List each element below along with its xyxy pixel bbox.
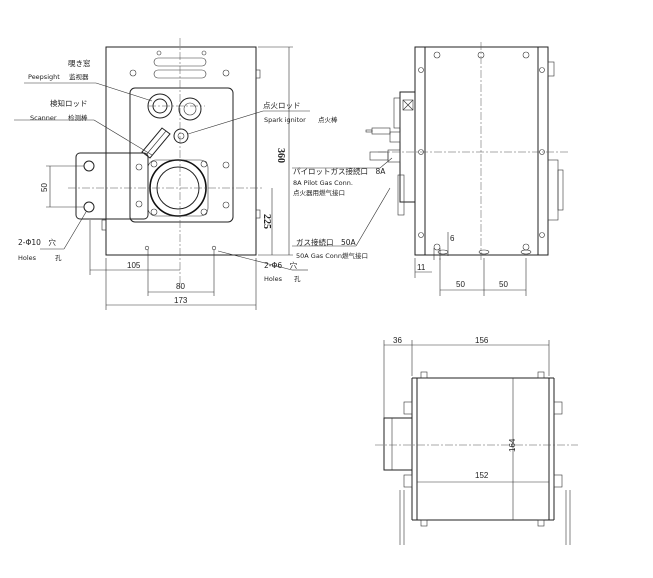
dim-173: 173 xyxy=(174,296,188,305)
dim-156: 156 xyxy=(475,336,489,345)
flange-hole-top xyxy=(83,160,95,172)
spark-label-cn: 点火棒 xyxy=(318,115,338,124)
flange-hole-bottom xyxy=(83,201,95,213)
dim-360: 360 xyxy=(275,148,286,163)
front-view: 覗き窓 Peepsight 监视器 検知ロッド Scanner 检测棒 2-Φ1… xyxy=(14,38,310,310)
holes10-label-cn: 孔 xyxy=(55,254,62,262)
spark-fitting xyxy=(173,128,189,144)
scanner-label-jp: 検知ロッド xyxy=(50,98,88,108)
spark-fitting-core xyxy=(177,132,185,140)
holes6-label-jp: 2-Φ6 穴 xyxy=(264,260,298,270)
scanner-label-cn: 检测棒 xyxy=(68,113,88,122)
bolt-tr xyxy=(222,69,230,77)
dim-6: 6 xyxy=(450,234,455,243)
pilot-conn-side xyxy=(369,151,389,161)
holes10-label-jp: 2-Φ10 穴 xyxy=(18,237,56,247)
flange-bolt-2 xyxy=(135,200,143,208)
top-side-box xyxy=(383,417,413,471)
top-view: 36 156 164 152 xyxy=(375,336,578,545)
bolt-t2 xyxy=(201,50,207,56)
side-mount-flange xyxy=(399,91,416,203)
bolt-tl xyxy=(129,69,137,77)
pilot-label-en: 8A Pilot Gas Conn. xyxy=(293,179,353,187)
scanner-core xyxy=(183,102,197,116)
front-inner-plate xyxy=(129,87,234,223)
holes6-label-en: Holes xyxy=(264,275,283,283)
bottom-hole-1 xyxy=(144,245,150,251)
peepsight-label-jp: 覗き窓 xyxy=(68,58,91,68)
front-main-plate xyxy=(105,46,257,256)
dim-105: 105 xyxy=(127,261,141,270)
pilot-label-jp: パイロットガス接続口 8A xyxy=(293,166,386,176)
pilot-label-cn: 点火器用燃气接口 xyxy=(293,188,345,197)
gas-label-cn: 燃气接口 xyxy=(342,251,368,260)
holes6-label-cn: 孔 xyxy=(294,275,301,283)
spark-label-en: Spark ignitor xyxy=(264,116,306,124)
gas-label-jp: ガス接続口 50A xyxy=(296,237,357,247)
dim-80: 80 xyxy=(176,282,185,291)
top-body xyxy=(416,377,550,521)
dim-164: 164 xyxy=(508,438,517,452)
side-body xyxy=(414,46,549,256)
left-flange xyxy=(75,152,149,220)
bolt-t1 xyxy=(156,50,162,56)
scanner-housing xyxy=(178,97,202,121)
peepsight-label-cn: 监视器 xyxy=(69,72,89,81)
dim-152: 152 xyxy=(475,471,489,480)
dim-11: 11 xyxy=(417,263,426,272)
spark-label-jp: 点火ロッド xyxy=(263,101,301,110)
peepsight-label-en: Peepsight xyxy=(28,73,60,81)
dim-36: 36 xyxy=(393,336,402,345)
spark-ignitor-side xyxy=(371,127,391,135)
gas-label-en: 50A Gas Conn. xyxy=(296,252,344,260)
flange-bolt-1 xyxy=(135,163,143,171)
scanner-label-en: Scanner xyxy=(30,114,57,122)
side-view: 点火ロッド Spark ignitor 点火棒 パイロットガス接続口 8A 8A… xyxy=(263,42,570,296)
dim-50-b: 50 xyxy=(499,280,508,289)
dim-225: 225 xyxy=(261,214,272,229)
dim-50-front: 50 xyxy=(40,183,49,192)
holes10-label-en: Holes xyxy=(18,254,37,262)
dim-50-a: 50 xyxy=(456,280,465,289)
bottom-hole-2 xyxy=(211,245,217,251)
scanner-rod xyxy=(141,127,171,159)
